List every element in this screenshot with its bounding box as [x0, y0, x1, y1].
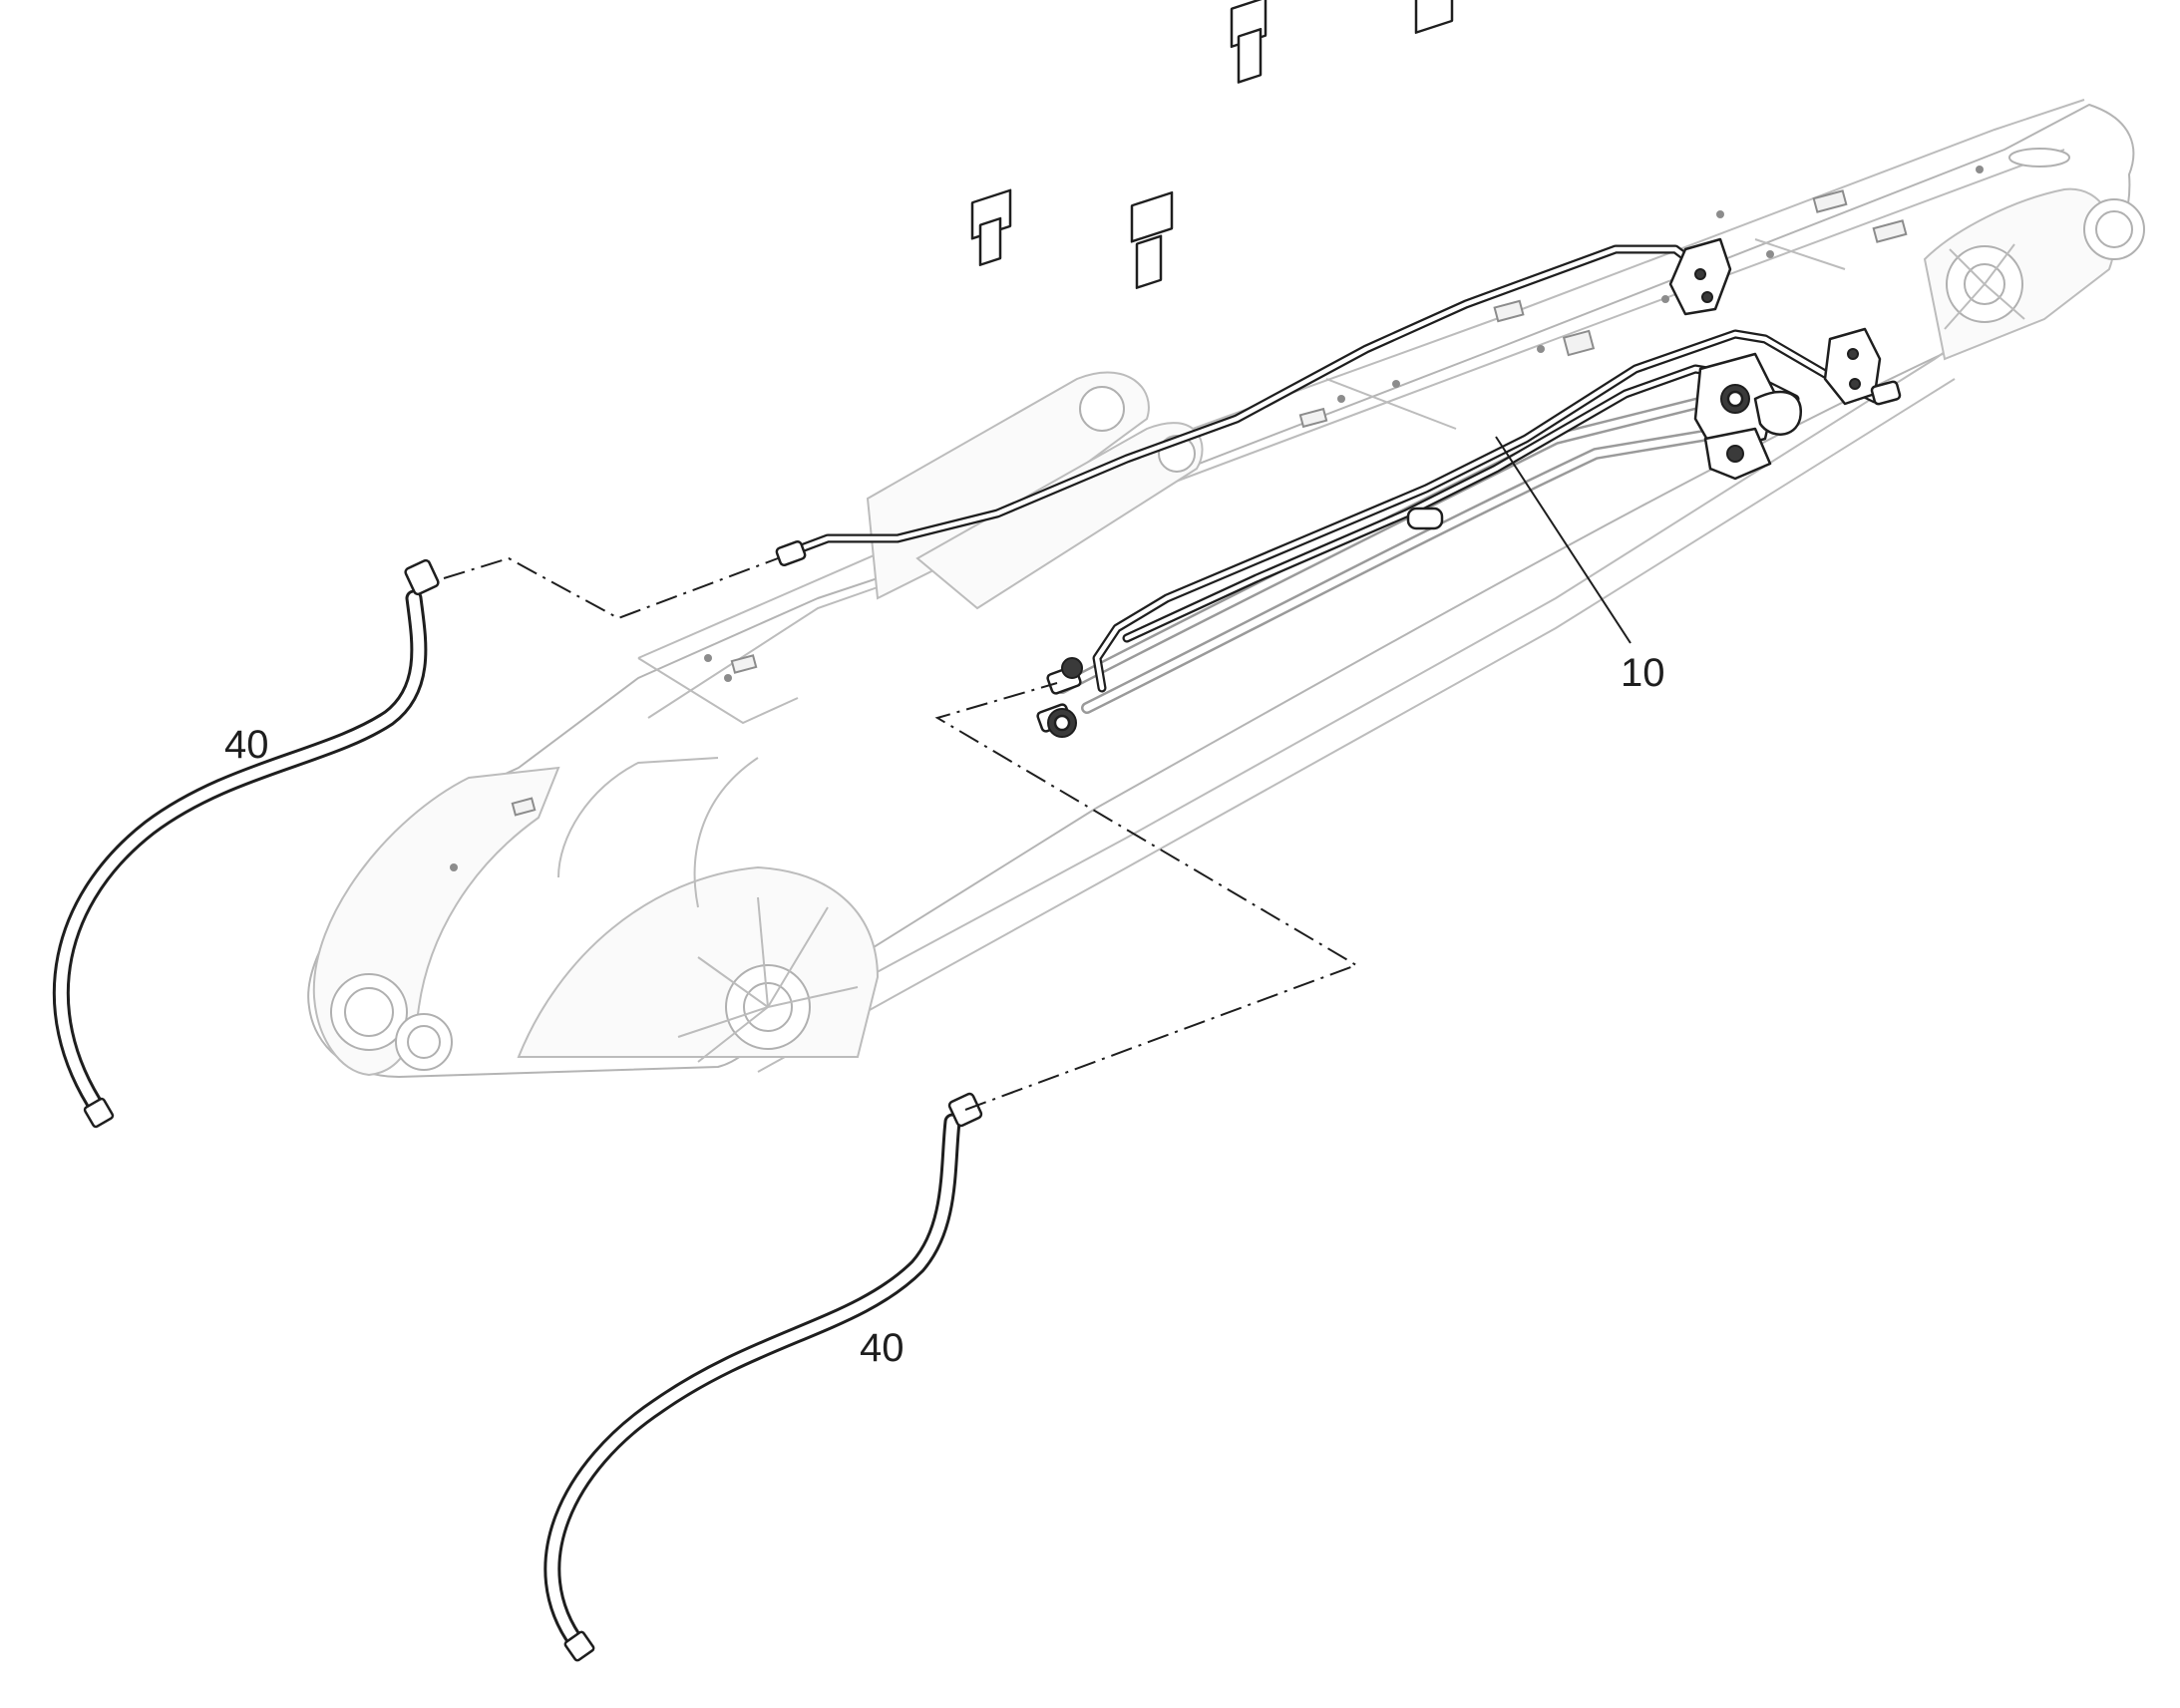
top-pad-7: [511, 797, 537, 817]
hose-40-upper: [52, 558, 440, 1129]
hose-lower-bottom-fitting: [563, 1630, 595, 1662]
callouts: 10 40 40: [224, 436, 1665, 1370]
top-pad-4: [1562, 329, 1596, 357]
leader-part-10: [1495, 436, 1632, 644]
dash-upper-hose-to-pipe: [443, 556, 779, 620]
boom-lower-side-edge-2: [757, 378, 1956, 1073]
top-pad-6: [730, 654, 758, 674]
upper-pipe-front-fitting: [775, 539, 807, 567]
quick-coupler-1-inner: [1053, 714, 1071, 732]
dash-lower-hose-to-pipe: [934, 682, 1359, 1111]
top-pad-3: [1493, 299, 1525, 323]
foot-pin-hole-2-inner: [407, 1025, 441, 1059]
top-plate-seam-1: [637, 657, 799, 725]
rear-end-fitting: [1870, 380, 1902, 406]
foot-pin-hole-1-inner: [344, 987, 394, 1037]
top-oval-boss: [2008, 148, 2070, 168]
front-lug-hole: [1079, 386, 1125, 432]
top-plate-seam-3: [1754, 238, 1846, 270]
assembly-dash-lines: [443, 556, 1359, 1111]
top-pad-5: [1298, 407, 1328, 429]
head-pin-hole-inner: [2095, 210, 2133, 248]
front-inner-stiffener: [557, 757, 719, 878]
pipe-clamp-3: [1406, 0, 1454, 530]
hose-40-lower: [544, 1092, 983, 1662]
callout-part-40-upper: 40: [224, 723, 269, 767]
front-inner-stiffener-2: [693, 757, 759, 908]
pipe-clamp-2: [1230, 0, 1268, 84]
pipe-clamp-4: [1130, 190, 1174, 289]
pipe-clamp-1: [970, 188, 1012, 266]
top-pad-2: [1872, 219, 1908, 243]
top-plate-seam-2: [1325, 378, 1457, 430]
cylinder-mount-spokes: [677, 896, 859, 1063]
quick-coupler-2: [1061, 657, 1083, 679]
valve-cluster: [1693, 352, 1803, 481]
top-pad-1: [1812, 189, 1848, 213]
top-studs: [450, 166, 1984, 871]
hose-upper-bottom-fitting: [83, 1097, 115, 1129]
head-spokes: [1944, 243, 2025, 330]
callout-part-10: 10: [1621, 651, 1665, 695]
front-lug-arm: [866, 371, 1150, 600]
pipe-assembly-10: [775, 0, 1902, 738]
hose-upper-top-fitting: [404, 558, 440, 596]
callout-part-40-lower: 40: [860, 1326, 905, 1370]
